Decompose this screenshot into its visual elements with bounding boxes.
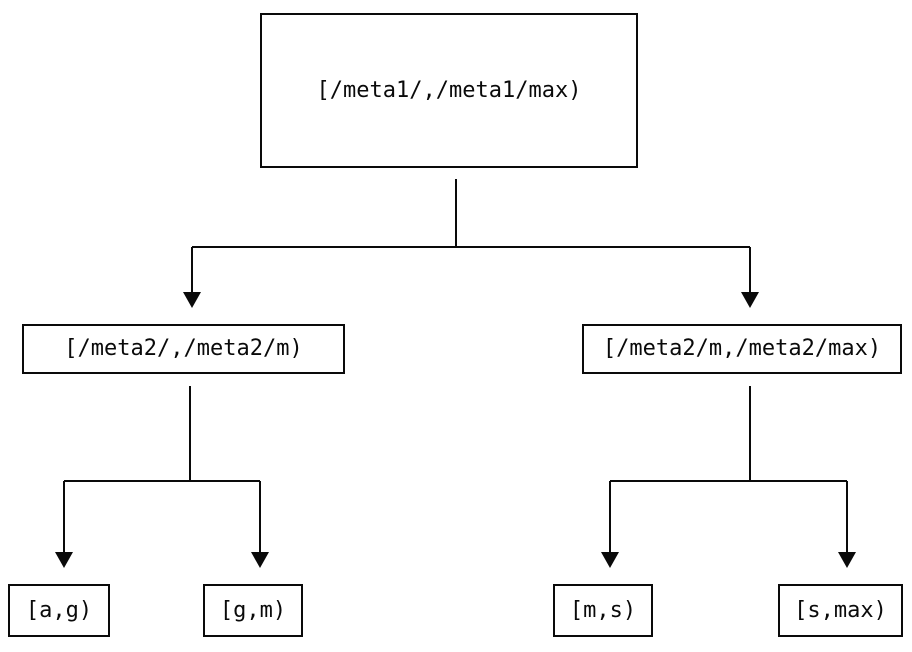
node-right: [/meta2/m,/meta2/max)	[582, 324, 902, 374]
arrowhead-root-right	[741, 292, 759, 308]
edge-right-children	[601, 386, 856, 568]
edge-left-stem	[63, 386, 261, 552]
arrowhead-root-left	[183, 292, 201, 308]
edge-left-children	[55, 386, 269, 568]
node-leaf-smax-label: [s,max)	[794, 597, 887, 623]
node-leaf-gm-label: [g,m)	[219, 597, 287, 623]
node-root: [/meta1/,/meta1/max)	[260, 13, 638, 168]
node-right-label: [/meta2/m,/meta2/max)	[602, 336, 882, 361]
edge-root-children	[183, 179, 759, 308]
arrowhead-left-leaf-ag	[55, 552, 73, 568]
node-leaf-smax: [s,max)	[778, 584, 903, 637]
edge-right-stem	[609, 386, 848, 552]
arrowhead-left-leaf-gm	[251, 552, 269, 568]
arrowhead-right-leaf-ms	[601, 552, 619, 568]
node-leaf-ms: [m,s)	[553, 584, 653, 637]
node-left-label: [/meta2/,/meta2/m)	[64, 336, 303, 361]
arrowhead-right-leaf-smax	[838, 552, 856, 568]
edge-root-stem	[191, 179, 751, 292]
node-leaf-ms-label: [m,s)	[569, 597, 637, 623]
node-leaf-ag-label: [a,g)	[25, 597, 93, 623]
node-leaf-gm: [g,m)	[203, 584, 303, 637]
node-leaf-ag: [a,g)	[8, 584, 110, 637]
node-left: [/meta2/,/meta2/m)	[22, 324, 345, 374]
node-root-label: [/meta1/,/meta1/max)	[316, 77, 582, 103]
